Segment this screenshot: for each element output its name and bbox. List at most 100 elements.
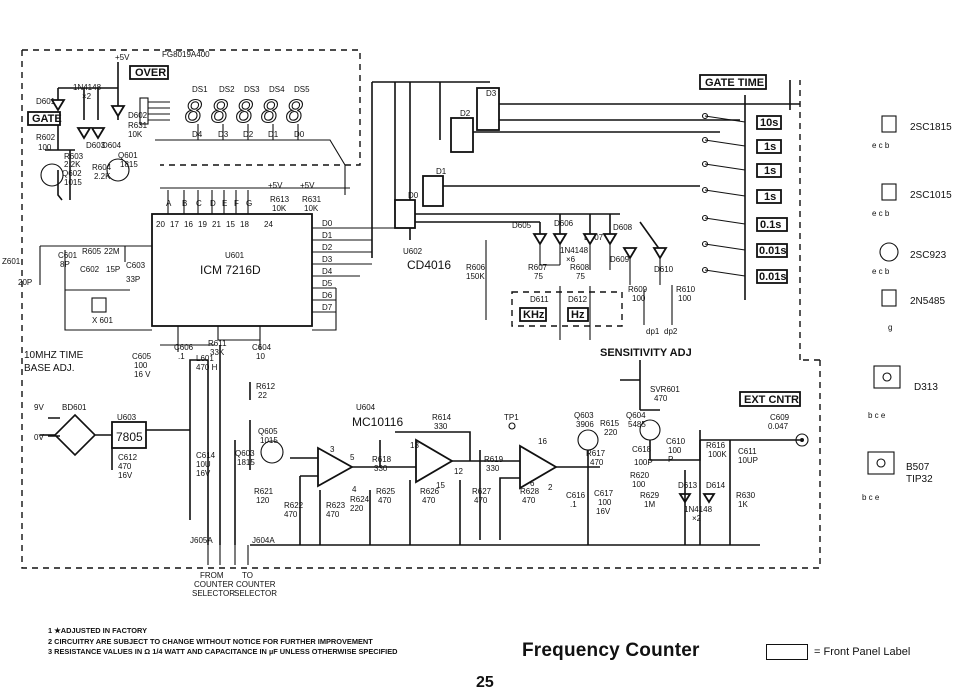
svg-text:R616: R616 [706,441,726,450]
svg-text:2: 2 [548,483,553,492]
svg-text:R617: R617 [586,449,606,458]
svg-text:BASE ADJ.: BASE ADJ. [24,363,75,374]
svg-text:U603: U603 [117,413,137,422]
svg-text:15P: 15P [106,265,120,274]
svg-text:Hz: Hz [571,309,585,321]
svg-text:e c b: e c b [872,267,890,276]
svg-text:G: G [246,199,252,208]
svg-text:P: P [668,455,673,464]
svg-text:100: 100 [632,480,646,489]
svg-text:1s: 1s [764,165,776,177]
svg-text:10U: 10U [196,460,211,469]
svg-text:C611: C611 [738,447,757,456]
svg-text:KHz: KHz [523,309,545,321]
svg-text:e c b: e c b [872,141,890,150]
svg-text:DS1: DS1 [192,85,208,94]
svg-text:2SC923: 2SC923 [910,250,947,261]
svg-text:2.2K: 2.2K [64,160,81,169]
svg-text:3906: 3906 [576,420,594,429]
svg-text:D602: D602 [128,111,148,120]
svg-text:R623: R623 [326,501,346,510]
mc10116-amp-2 [415,438,454,484]
svg-text:470: 470 [654,394,668,403]
svg-text:15: 15 [226,220,235,229]
svg-text:R608: R608 [570,263,590,272]
svg-text:330: 330 [486,464,500,473]
svg-text:2N5485: 2N5485 [910,296,945,307]
svg-text:D3: D3 [218,130,229,139]
svg-text:TP1: TP1 [504,413,519,422]
svg-text:100P: 100P [634,458,653,467]
svg-text:10K: 10K [272,204,287,213]
svg-text:Q603: Q603 [574,411,594,420]
svg-text:U601: U601 [225,251,245,260]
svg-text:D5: D5 [322,279,333,288]
svg-text:17: 17 [170,220,179,229]
svg-text:8: 8 [236,95,254,130]
svg-text:R606: R606 [466,263,486,272]
svg-text:470: 470 [378,496,392,505]
svg-text:330: 330 [434,422,448,431]
svg-text:D608: D608 [613,223,633,232]
svg-text:C604: C604 [252,343,272,352]
svg-text:100: 100 [38,143,52,152]
svg-text:1015: 1015 [64,178,82,187]
svg-text:100: 100 [668,446,682,455]
svg-text:75: 75 [576,272,585,281]
svg-text:D6: D6 [322,291,333,300]
panel-label-swatch [766,644,808,660]
svg-text:15: 15 [436,481,445,490]
svg-text:220: 220 [604,428,618,437]
svg-text:B507: B507 [906,462,930,473]
svg-text:16V: 16V [196,469,211,478]
svg-text:DS3: DS3 [244,85,260,94]
svg-text:22: 22 [258,391,267,400]
d601-led-icon [50,99,66,112]
svg-text:CD4016: CD4016 [407,258,451,272]
svg-text:470: 470 [284,510,298,519]
footnote-3: 3 RESISTANCE VALUES IN Ω 1/4 WATT AND CA… [48,647,398,656]
svg-text:100: 100 [134,361,148,370]
svg-text:D4: D4 [322,267,333,276]
front-panel-label-khz [519,307,547,322]
svg-text:13: 13 [410,441,419,450]
svg-text:SELECTOR: SELECTOR [234,589,277,598]
svg-text:R611: R611 [208,339,227,348]
svg-text:R626: R626 [420,487,440,496]
svg-text:EXT CNTR: EXT CNTR [744,394,799,406]
segment-pin-labels: A B C D E F G 20 17 16 19 21 15 18 24 [156,199,273,229]
svg-text:R603: R603 [64,152,84,161]
cd4016-chip [476,87,500,131]
svg-text:C617: C617 [594,489,614,498]
svg-text:R622: R622 [284,501,304,510]
svg-text:D603: D603 [86,141,106,150]
svg-text:Q605: Q605 [258,427,278,436]
svg-text:R621: R621 [254,487,274,496]
ext-input-bnc-icon [795,433,809,447]
svg-text:8: 8 [261,95,279,130]
svg-text:33K: 33K [210,348,225,357]
svg-text:b c e: b c e [868,411,886,420]
svg-text:10UP: 10UP [738,456,758,465]
svg-text:1N4148: 1N4148 [73,83,102,92]
svg-text:470: 470 [590,458,604,467]
legend-text: = Front Panel Label [814,646,911,658]
svg-text:C610: C610 [666,437,686,446]
svg-text:R630: R630 [736,491,756,500]
svg-text:D: D [210,199,216,208]
svg-text:C618: C618 [632,445,652,454]
svg-text:0.1s: 0.1s [760,219,781,231]
svg-text:16V: 16V [118,471,133,480]
q603-transistor-icon [577,429,599,451]
svg-text:D3: D3 [322,255,333,264]
svg-text:12: 12 [454,467,463,476]
svg-text:D2: D2 [243,130,254,139]
svg-text:16: 16 [184,220,193,229]
svg-text:C606: C606 [174,343,194,352]
svg-text:470: 470 [118,462,132,471]
svg-text:R629: R629 [640,491,660,500]
svg-text:.1: .1 [178,352,185,361]
svg-text:D601: D601 [36,97,56,106]
svg-text:470 H: 470 H [196,363,218,372]
footnote-2: 2 CIRCUITRY ARE SUBJECT TO CHANGE WITHOU… [48,636,373,646]
